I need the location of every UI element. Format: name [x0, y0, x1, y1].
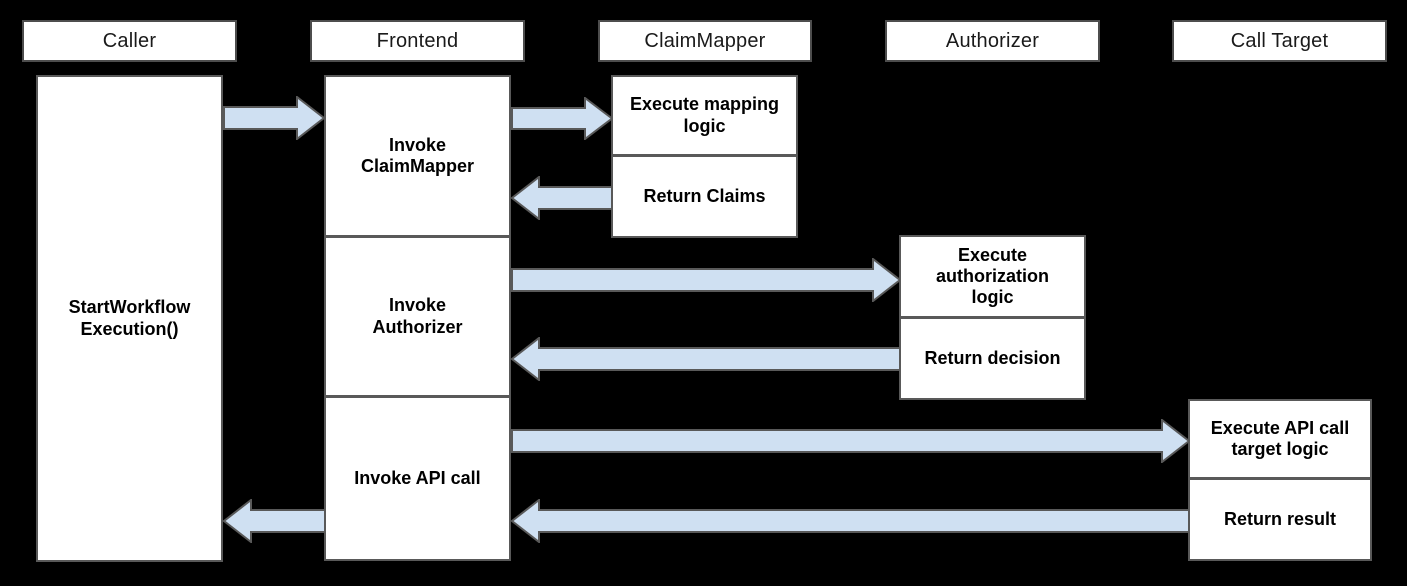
activation-frontend-invoke-api-call[interactable]: Invoke API call [324, 397, 511, 561]
activation-authorizer-execute-authorization-logic[interactable]: Execute authorization logic [899, 235, 1086, 318]
message-arrow-frontend-to-calltarget[interactable] [511, 419, 1190, 463]
activation-frontend-invoke-authorizer[interactable]: Invoke Authorizer [324, 237, 511, 397]
activation-claimmapper-return-claims[interactable]: Return Claims [611, 156, 798, 238]
lane-header-claimmapper[interactable]: ClaimMapper [598, 20, 812, 62]
message-arrow-authorizer-to-frontend[interactable] [511, 337, 901, 381]
activation-authorizer-return-label: Return decision [924, 347, 1061, 368]
activation-frontend-invoke-claimmapper[interactable]: Invoke ClaimMapper [324, 75, 511, 237]
activation-frontend-invoke-authorizer-label: Invoke Authorizer [372, 295, 463, 337]
activation-caller-startworkflowexecution[interactable]: StartWorkflow Execution() [36, 75, 223, 562]
activation-calltarget-return-label: Return result [1223, 508, 1337, 529]
message-arrow-claimmapper-to-frontend[interactable] [511, 176, 613, 220]
lane-header-authorizer[interactable]: Authorizer [885, 20, 1100, 62]
lane-header-calltarget[interactable]: Call Target [1172, 20, 1387, 62]
activation-frontend-invoke-api-call-label: Invoke API call [354, 467, 481, 488]
activation-authorizer-return-decision[interactable]: Return decision [899, 318, 1086, 400]
lane-header-authorizer-label: Authorizer [945, 29, 1040, 52]
activation-caller-label: StartWorkflow Execution() [68, 297, 191, 339]
activation-claimmapper-execute-label: Execute mapping logic [629, 94, 780, 136]
lane-header-calltarget-label: Call Target [1230, 29, 1329, 52]
message-arrow-caller-to-frontend[interactable] [223, 96, 325, 140]
message-arrow-frontend-to-authorizer[interactable] [511, 258, 901, 302]
message-arrow-frontend-to-caller[interactable] [223, 499, 326, 543]
message-arrow-frontend-to-claimmapper[interactable] [511, 97, 613, 140]
activation-frontend-invoke-claimmapper-label: Invoke ClaimMapper [360, 134, 475, 176]
message-arrow-calltarget-to-frontend[interactable] [511, 499, 1190, 543]
activation-calltarget-return-result[interactable]: Return result [1188, 479, 1372, 561]
activation-calltarget-execute-label: Execute API call target logic [1210, 417, 1350, 459]
lane-header-caller[interactable]: Caller [22, 20, 237, 62]
activation-calltarget-execute-api-call-target-logic[interactable]: Execute API call target logic [1188, 399, 1372, 479]
activation-authorizer-execute-label: Execute authorization logic [936, 244, 1049, 308]
lane-header-frontend-label: Frontend [376, 29, 459, 52]
lane-header-frontend[interactable]: Frontend [310, 20, 525, 62]
activation-claimmapper-execute-mapping-logic[interactable]: Execute mapping logic [611, 75, 798, 156]
lane-header-claimmapper-label: ClaimMapper [644, 29, 766, 52]
lane-header-caller-label: Caller [102, 29, 157, 52]
activation-claimmapper-return-label: Return Claims [643, 185, 766, 206]
